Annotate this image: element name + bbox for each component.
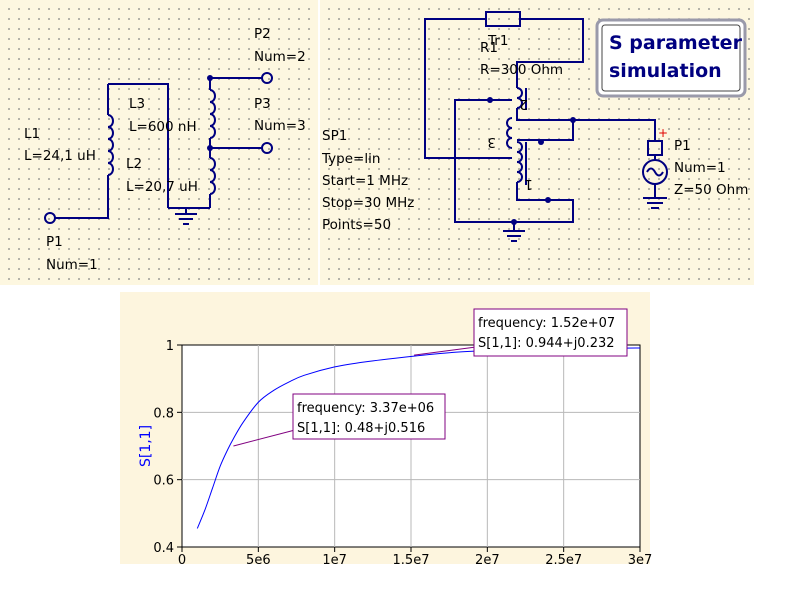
marker-box [473,308,628,357]
x-tick-label: 0 [178,553,186,568]
ground-transformer [503,222,525,242]
port-p3-terminal[interactable] [261,142,273,154]
r1-name: R1 [480,40,498,56]
x-tick-label: 2e7 [475,553,500,568]
svg-text:+: + [658,126,668,140]
l3-value: L=600 nH [129,119,197,135]
y-tick-label: 1 [166,339,174,354]
winding-label-2: 2 [519,96,528,112]
x-tick-label: 5e6 [246,553,271,568]
right-circuit: + R1 Tr1 R=300 Ohm 2 3 1 P1 Num=1 Z=50 O… [424,11,748,242]
x-tick-label: 3e7 [628,553,653,568]
sim-name: SP1 [322,128,347,144]
chart-ticks: 0 5e6 1e7 1.5e7 2e7 2.5e7 3e7 0.4 0.6 0.8 1 [153,339,652,568]
p3-num: Num=3 [254,118,306,134]
l1-value: L=24,1 uH [24,148,96,164]
marker-annotation[interactable]: frequency: 3.37e+06S[1,1]: 0.48+j0.516 [233,393,446,447]
x-tick-label: 1e7 [322,553,347,568]
inductor-l3[interactable] [209,89,216,139]
sp-simulation-block[interactable]: SP1 Type=lin Start=1 MHz Stop=30 MHz Poi… [321,128,414,233]
chart-markers: frequency: 3.37e+06S[1,1]: 0.48+j0.516fr… [233,308,628,447]
y-axis-label: S[1,1] [138,425,154,467]
transformer-tr1[interactable] [506,87,527,185]
sim-start: Start=1 MHz [322,173,408,189]
winding-label-1: 1 [524,176,533,192]
tr1-name: Tr1 [487,33,508,49]
p2-name: P2 [254,26,271,42]
l2-value: L=20,7 uH [126,179,198,195]
y-tick-label: 0.6 [153,474,174,489]
port-p2-terminal[interactable] [261,72,273,84]
sim-stop: Stop=30 MHz [322,195,414,211]
p2-num: Num=2 [254,49,306,65]
resistor-r1[interactable] [485,11,521,27]
inductor-l1[interactable] [107,84,114,185]
sim-type: Type=lin [321,151,380,167]
marker-frequency: frequency: 1.52e+07 [478,316,615,331]
p3-name: P3 [254,96,271,112]
marker-annotation[interactable]: frequency: 1.52e+07S[1,1]: 0.944+j0.232 [413,308,628,357]
p1-right-num: Num=1 [674,160,726,176]
inductor-l2[interactable] [209,157,216,195]
p1-left-name: P1 [46,234,63,250]
x-tick-label: 2.5e7 [545,553,582,568]
y-tick-label: 0.8 [153,406,174,421]
left-circuit: L1 L=24,1 uH L3 L=600 nH L2 L=20,7 uH P1… [24,26,306,273]
x-tick-label: 1.5e7 [393,553,430,568]
p1-left-num: Num=1 [46,257,98,273]
sim-points: Points=50 [322,217,391,233]
l3-name: L3 [129,96,145,112]
l1-name: L1 [24,126,40,142]
port-p1-left-terminal[interactable] [44,212,56,224]
winding-label-3: 3 [487,134,496,150]
s11-chart[interactable]: 0 5e6 1e7 1.5e7 2e7 2.5e7 3e7 0.4 0.6 0.8 1 S[1,1]… [138,308,652,568]
marker-frequency: frequency: 3.37e+06 [297,401,434,416]
l2-name: L2 [126,156,142,172]
r1-value: R=300 Ohm [480,62,563,78]
ground-left [168,207,210,225]
p1-right-name: P1 [674,138,691,154]
marker-value: S[1,1]: 0.48+j0.516 [297,421,425,436]
p1-right-z: Z=50 Ohm [674,182,748,198]
marker-box [292,393,446,440]
title-text-box[interactable]: S parameter simulation [595,18,747,98]
port-p1-source[interactable]: + [642,126,668,209]
marker-leader-line [413,346,477,356]
marker-value: S[1,1]: 0.944+j0.232 [478,336,615,351]
title-line-1: S parameter [609,32,743,54]
marker-leader-line [233,429,296,447]
title-line-2: simulation [609,60,722,82]
y-tick-label: 0.4 [153,541,174,556]
